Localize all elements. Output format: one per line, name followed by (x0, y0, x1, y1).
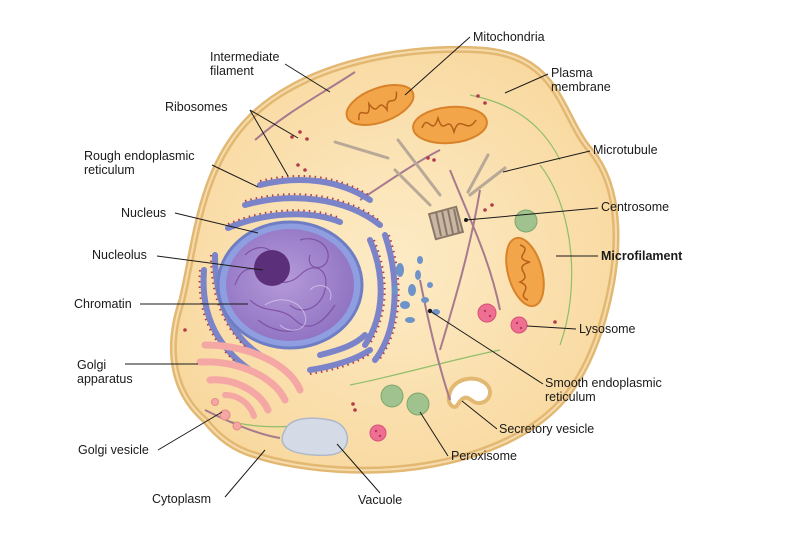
vacuole (281, 417, 349, 457)
label-secretory-vesicle: Secretory vesicle (499, 422, 595, 436)
label-lysosome: Lysosome (579, 322, 636, 336)
free-ribosomes (183, 94, 557, 412)
label-intermediate-filament: Intermediate filament (210, 50, 280, 78)
centrosome-pointer-dot (464, 218, 468, 222)
label-rough-er: Rough endoplasmic reticulum (84, 149, 195, 177)
secretory-vesicle-shape (446, 376, 492, 409)
label-centrosome: Centrosome (601, 200, 670, 214)
rough-er (200, 177, 398, 373)
label-microfilament: Microfilament (601, 249, 683, 263)
label-nucleus: Nucleus (121, 206, 167, 220)
label-nucleolus: Nucleolus (92, 248, 147, 262)
intermediate-filaments (204, 71, 501, 439)
smooth-er-pointer-dot (427, 308, 433, 314)
label-ribosomes: Ribosomes (165, 100, 228, 114)
label-golgi-apparatus: Golgi apparatus (77, 358, 133, 386)
golgi-apparatus (196, 341, 304, 419)
chromatin-light (264, 285, 332, 331)
label-microtubule: Microtubule (593, 143, 658, 157)
label-golgi-vesicle: Golgi vesicle (78, 443, 149, 457)
microtubules (333, 138, 507, 207)
leader-lines (125, 36, 599, 498)
nucleus (226, 229, 354, 341)
label-chromatin: Chromatin (74, 297, 132, 311)
golgi-vesicles (211, 398, 242, 431)
centrosome (427, 205, 465, 241)
label-peroxisome: Peroxisome (451, 449, 517, 463)
smooth-er (392, 256, 440, 323)
rough-er-ribosomes (198, 175, 400, 375)
mitochondrion-2 (412, 105, 488, 145)
mitochondrion-3 (505, 236, 545, 308)
plasma-membrane-inner (172, 48, 618, 472)
nucleolus (254, 250, 290, 286)
label-smooth-er: Smooth endoplasmic reticulum (545, 376, 662, 404)
label-vacuole: Vacuole (358, 493, 403, 507)
lysosomes (369, 303, 528, 442)
label-plasma-membrane: Plasma membrane (551, 66, 611, 94)
mitochondrion-1 (345, 84, 415, 126)
label-cytoplasm: Cytoplasm (152, 492, 212, 506)
lysosome-dots (374, 309, 523, 438)
label-mitochondria: Mitochondria (473, 30, 545, 44)
